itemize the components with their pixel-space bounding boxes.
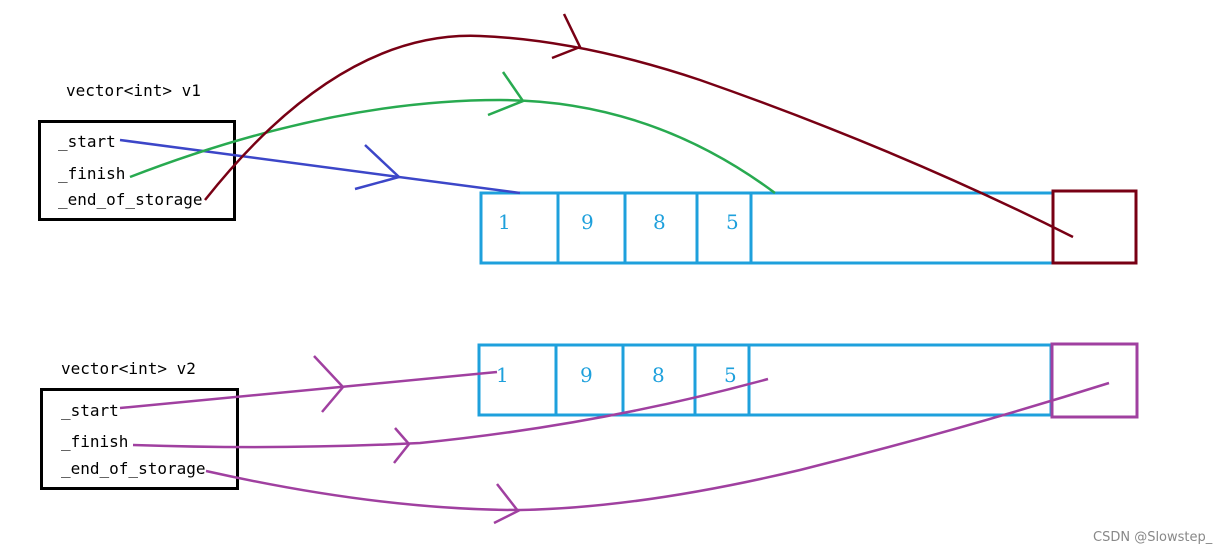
v2-cell-2: 8 — [652, 363, 665, 387]
v1-array-outline — [479, 191, 1055, 265]
v1-field-finish: _finish — [58, 164, 126, 183]
v2-cell-3: 5 — [724, 363, 737, 387]
v1-cell-2: 8 — [653, 210, 666, 234]
v2-struct-box — [40, 388, 239, 490]
v2-field-start: _start — [61, 401, 119, 420]
v2-title: vector<int> v2 — [61, 359, 196, 378]
v2-end-of-storage-arrow — [205, 381, 1110, 525]
v1-cell-0: 1 — [498, 210, 511, 234]
v2-finish-arrow — [132, 377, 769, 464]
watermark: CSDN @Slowstep_ — [1093, 530, 1213, 545]
v2-end-slot — [1050, 342, 1139, 419]
v1-field-start: _start — [58, 132, 116, 151]
v2-field-end-of-storage: _end_of_storage — [61, 459, 206, 478]
v2-start-arrow — [119, 355, 498, 413]
v1-cell-3: 5 — [726, 210, 739, 234]
v2-cell-0: 1 — [496, 363, 509, 387]
v1-title: vector<int> v1 — [66, 81, 201, 100]
v1-field-end-of-storage: _end_of_storage — [58, 190, 203, 209]
v1-finish-arrow — [129, 71, 776, 195]
v1-cell-1: 9 — [581, 210, 594, 234]
v1-end-of-storage-arrow — [204, 13, 1074, 239]
v2-field-finish: _finish — [61, 432, 129, 451]
v1-end-slot — [1051, 189, 1138, 265]
v1-struct-box — [38, 120, 236, 221]
v1-start-arrow — [119, 138, 521, 195]
v2-cell-1: 9 — [580, 363, 593, 387]
v1-array — [479, 191, 1055, 265]
